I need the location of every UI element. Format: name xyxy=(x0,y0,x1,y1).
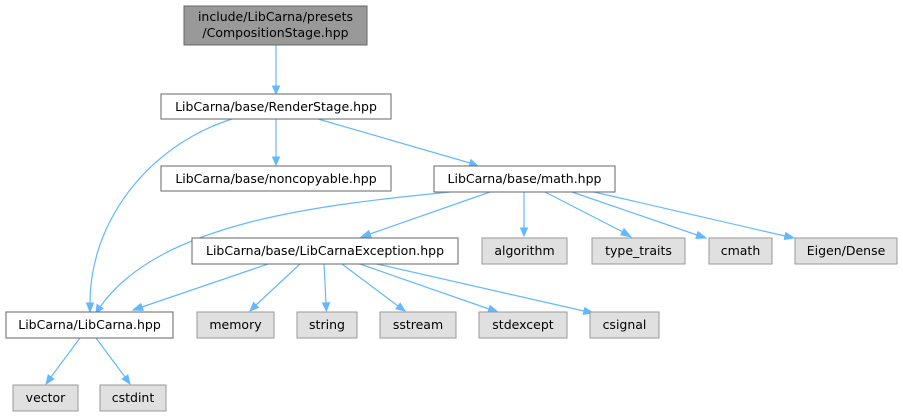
edge-renderstage-to-noncopyable xyxy=(271,119,281,167)
node-label: LibCarna/LibCarna.hpp xyxy=(18,317,161,332)
edge-renderstage-to-math xyxy=(317,118,480,167)
node-label: stdexcept xyxy=(492,317,553,332)
node-libcarna-exception[interactable]: LibCarna/base/LibCarnaException.hpp xyxy=(191,237,459,265)
node-cmath: cmath xyxy=(708,237,773,265)
node-box xyxy=(481,237,568,265)
node-label: cstdint xyxy=(112,390,155,405)
node-algorithm: algorithm xyxy=(481,237,568,265)
edge-libcarnaexception-to-memory xyxy=(249,263,301,312)
node-box xyxy=(5,311,174,339)
node-composition-stage[interactable]: include/LibCarna/presets /CompositionSta… xyxy=(183,5,368,46)
node-label: type_traits xyxy=(605,243,672,258)
edges xyxy=(45,45,796,386)
node-label: cmath xyxy=(721,243,761,258)
edge-libcarna-to-vector xyxy=(45,337,81,386)
node-label: LibCarna/base/noncopyable.hpp xyxy=(175,171,376,186)
node-box xyxy=(191,237,459,265)
node-label: LibCarna/base/math.hpp xyxy=(448,171,602,186)
edge-math-to-typetraits xyxy=(544,191,633,238)
edge-libcarnaexception-to-sstream xyxy=(341,263,407,312)
node-label: memory xyxy=(209,317,262,332)
node-box xyxy=(296,311,358,339)
node-math[interactable]: LibCarna/base/math.hpp xyxy=(433,165,616,193)
edge-libcarnaexception-to-string xyxy=(321,263,331,313)
node-box xyxy=(591,237,686,265)
node-label-line-1: include/LibCarna/presets xyxy=(198,9,353,24)
node-box xyxy=(160,93,392,120)
node-label: algorithm xyxy=(494,243,554,258)
node-label: LibCarna/base/RenderStage.hpp xyxy=(175,99,377,114)
edge-libcarnaexception-to-csignal xyxy=(376,263,595,315)
nodes: include/LibCarna/presets /CompositionSta… xyxy=(5,5,898,412)
edge-math-to-libcarna xyxy=(95,191,451,314)
edge-math-to-cmath xyxy=(571,191,708,239)
node-label: sstream xyxy=(393,317,443,332)
node-cstdint: cstdint xyxy=(99,384,167,412)
edge-libcarnaexception-to-libcarna xyxy=(131,263,269,311)
node-box xyxy=(196,311,275,339)
node-box xyxy=(589,311,660,339)
node-libcarna[interactable]: LibCarna/LibCarna.hpp xyxy=(5,311,174,339)
edge-libcarnaexception-to-stdexcept xyxy=(359,263,500,313)
node-box xyxy=(478,311,568,339)
node-render-stage[interactable]: LibCarna/base/RenderStage.hpp xyxy=(160,93,392,120)
node-box xyxy=(433,165,616,193)
node-label: string xyxy=(309,317,345,332)
node-vector: vector xyxy=(12,384,79,412)
node-box xyxy=(12,384,79,412)
node-box xyxy=(708,237,773,265)
node-eigen-dense: Eigen/Dense xyxy=(794,237,898,265)
node-box xyxy=(160,165,392,192)
node-label: csignal xyxy=(603,317,647,332)
edge-math-to-libcarnaexception xyxy=(359,191,491,238)
node-box xyxy=(183,5,368,46)
edge-math-to-algorithm xyxy=(519,192,529,238)
node-label: Eigen/Dense xyxy=(807,243,886,258)
node-string: string xyxy=(296,311,358,339)
node-sstream: sstream xyxy=(379,311,457,339)
node-stdexcept: stdexcept xyxy=(478,311,568,339)
node-memory: memory xyxy=(196,311,275,339)
edge-math-to-eigendense xyxy=(593,191,796,240)
node-label-line-2: /CompositionStage.hpp xyxy=(202,25,348,40)
node-box xyxy=(99,384,167,412)
node-box xyxy=(794,237,898,265)
edge-compositionstage-to-renderstage xyxy=(271,45,281,96)
node-noncopyable[interactable]: LibCarna/base/noncopyable.hpp xyxy=(160,165,392,192)
edge-libcarna-to-cstdint xyxy=(95,337,131,386)
node-label: LibCarna/base/LibCarnaException.hpp xyxy=(206,243,444,258)
node-csignal: csignal xyxy=(589,311,660,339)
edge-renderstage-to-libcarna xyxy=(85,118,233,314)
node-type-traits: type_traits xyxy=(591,237,686,265)
node-label: vector xyxy=(26,390,67,405)
node-box xyxy=(379,311,457,339)
